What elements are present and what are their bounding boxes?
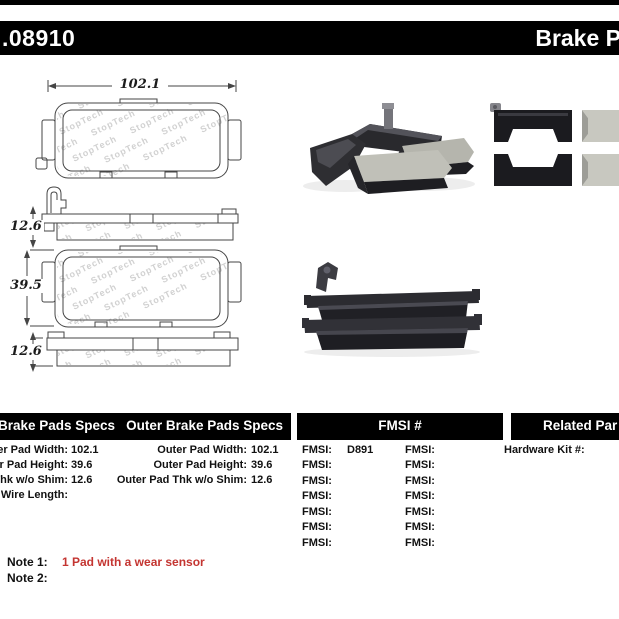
outer-spec-label: Outer Pad Thk w/o Shim:	[116, 474, 247, 486]
side-view-drawing-inner	[30, 186, 239, 248]
front-view-drawing-bottom	[24, 245, 242, 328]
pad-photo-face-views	[490, 103, 619, 186]
fmsi-label: FMSI:	[405, 459, 435, 471]
outer-spec-label: Outer Pad Height:	[153, 459, 247, 471]
inner-spec-label: r Wire Length:	[0, 489, 68, 501]
pad-photo-edge-views	[302, 262, 482, 357]
fmsi-label: FMSI:	[302, 490, 332, 502]
inner-spec-value: 12.6	[71, 474, 93, 486]
note1-label: Note 1:	[7, 555, 48, 569]
top-strip-bar	[0, 0, 619, 5]
inner-specs-header: Brake Pads Specs	[0, 418, 116, 433]
inner-spec-label: Thk w/o Shim:	[0, 474, 68, 486]
fmsi-value: D891	[347, 444, 374, 456]
fmsi-label: FMSI:	[302, 475, 332, 487]
pad-photo-angled-set	[303, 103, 475, 194]
fmsi-label: FMSI:	[302, 459, 332, 471]
fmsi-header-bar: FMSI #	[297, 413, 503, 440]
outer-spec-value: 39.6	[251, 459, 273, 471]
fmsi-label: FMSI:	[405, 506, 435, 518]
height-dimension-label: 39.5	[7, 279, 45, 293]
inner-spec-label: er Pad Height:	[0, 459, 68, 471]
note1-text: 1 Pad with a wear sensor	[62, 555, 205, 569]
fmsi-label: FMSI:	[405, 490, 435, 502]
outer-thickness-dimension-label: 12.6	[8, 345, 44, 359]
document-title: Brake P	[535, 25, 619, 51]
outer-spec-label: Outer Pad Width:	[157, 444, 247, 456]
width-dimension-label: 102.1	[112, 78, 168, 92]
related-parts-header-bar: Related Par	[511, 413, 619, 440]
note2-label: Note 2:	[7, 571, 48, 585]
fmsi-label: FMSI:	[302, 537, 332, 549]
inner-spec-value: 39.6	[71, 459, 93, 471]
outer-spec-value: 102.1	[251, 444, 279, 456]
fmsi-header: FMSI #	[378, 418, 422, 433]
side-view-drawing-outer	[30, 331, 239, 372]
hardware-kit-label: Hardware Kit #:	[504, 444, 585, 456]
front-view-drawing-top	[35, 80, 242, 179]
fmsi-label: FMSI:	[405, 444, 435, 456]
fmsi-label: FMSI:	[302, 521, 332, 533]
fmsi-label: FMSI:	[405, 475, 435, 487]
pads-specs-header-bar: Brake Pads Specs Outer Brake Pads Specs	[0, 413, 291, 440]
fmsi-label: FMSI:	[302, 444, 332, 456]
related-parts-header: Related Par	[543, 418, 618, 433]
inner-spec-value: 102.1	[71, 444, 99, 456]
outer-spec-value: 12.6	[251, 474, 273, 486]
part-number: .08910	[2, 25, 76, 51]
inner-thickness-dimension-label: 12.6	[8, 220, 44, 234]
fmsi-label: FMSI:	[302, 506, 332, 518]
title-bar: .08910 Brake P	[0, 21, 619, 55]
fmsi-label: FMSI:	[405, 537, 435, 549]
inner-spec-label: ner Pad Width:	[0, 444, 68, 456]
outer-specs-header: Outer Brake Pads Specs	[126, 418, 283, 433]
fmsi-label: FMSI:	[405, 521, 435, 533]
technical-drawings-and-photos	[24, 80, 619, 372]
